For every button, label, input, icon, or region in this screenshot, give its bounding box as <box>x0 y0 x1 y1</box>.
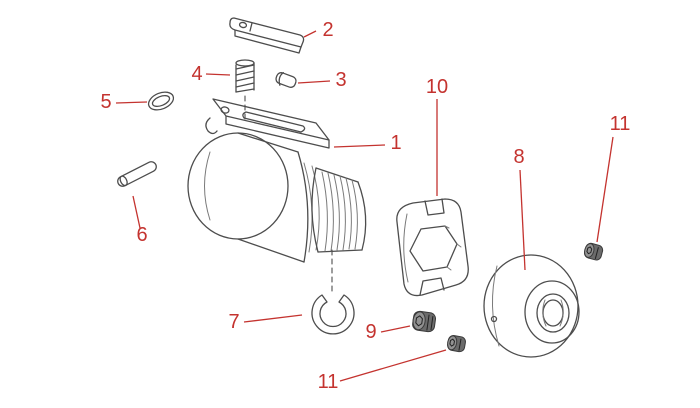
leader-line-11-upper <box>596 136 614 243</box>
leader-line-8 <box>519 169 526 271</box>
callout-10: 10 <box>426 76 448 98</box>
o-ring-drawing <box>147 91 175 111</box>
retainer-clip-drawing <box>229 17 305 54</box>
leader-line-6 <box>132 195 141 229</box>
leader-line-3 <box>297 80 331 84</box>
leader-line-1 <box>333 144 386 148</box>
callout-11-upper: 11 <box>610 113 631 135</box>
knob-drawing <box>483 254 580 358</box>
leader-line-11-lower <box>339 349 447 382</box>
leader-line-7 <box>243 314 303 323</box>
leader-line-2 <box>303 30 317 38</box>
callout-9: 9 <box>365 321 376 343</box>
set-screw-11-lower-drawing <box>447 335 466 353</box>
main-body-drawing <box>187 98 367 263</box>
callout-8: 8 <box>513 146 524 168</box>
callout-6: 6 <box>136 224 147 246</box>
set-screw-9-drawing <box>412 310 437 333</box>
callout-7: 7 <box>228 311 239 333</box>
callout-11-lower: 11 <box>318 371 339 393</box>
leader-line-4 <box>205 73 231 76</box>
dowel-pin-drawing <box>117 161 157 187</box>
set-screw-11-upper-drawing <box>584 242 604 261</box>
leader-line-9 <box>380 325 411 333</box>
leader-line-5 <box>115 101 148 104</box>
callout-2: 2 <box>322 19 333 41</box>
plunger-pin-drawing <box>275 72 297 88</box>
castle-ring-drawing <box>396 198 469 297</box>
callout-5: 5 <box>100 91 111 113</box>
callout-1: 1 <box>390 132 401 154</box>
callout-4: 4 <box>191 63 202 85</box>
spring-drawing <box>235 59 255 93</box>
c-clip-drawing <box>311 294 355 335</box>
callout-3: 3 <box>335 69 346 91</box>
